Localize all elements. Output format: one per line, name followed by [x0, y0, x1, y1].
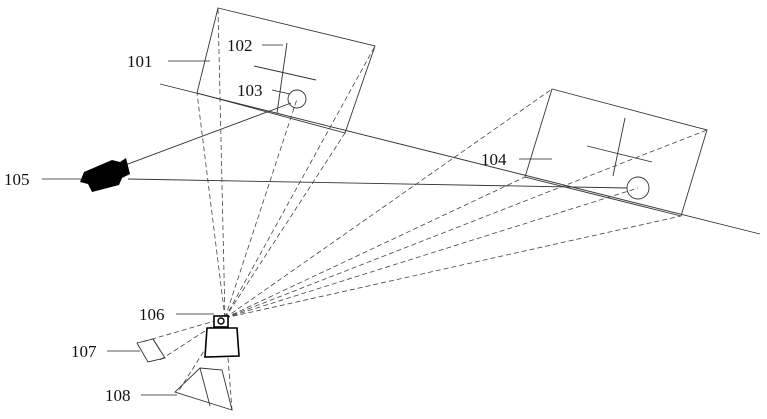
camera-105-icon [80, 158, 130, 192]
label-106: 106 [139, 305, 165, 324]
board-104 [525, 89, 707, 216]
element-107-icon [137, 339, 165, 362]
label-103: 103 [237, 81, 263, 100]
element-108-icon [175, 368, 232, 410]
label-104: 104 [481, 150, 507, 169]
label-102: 102 [227, 36, 253, 55]
label-108: 108 [105, 386, 131, 405]
sight-line-to-103 [120, 103, 291, 167]
target-103-circle [288, 90, 306, 108]
label-107: 107 [71, 342, 97, 361]
label-101: 101 [127, 52, 153, 71]
board-101 [197, 8, 375, 133]
label-105: 105 [4, 170, 30, 189]
reference-axis-line [160, 84, 760, 234]
device-106-icon [205, 316, 239, 357]
